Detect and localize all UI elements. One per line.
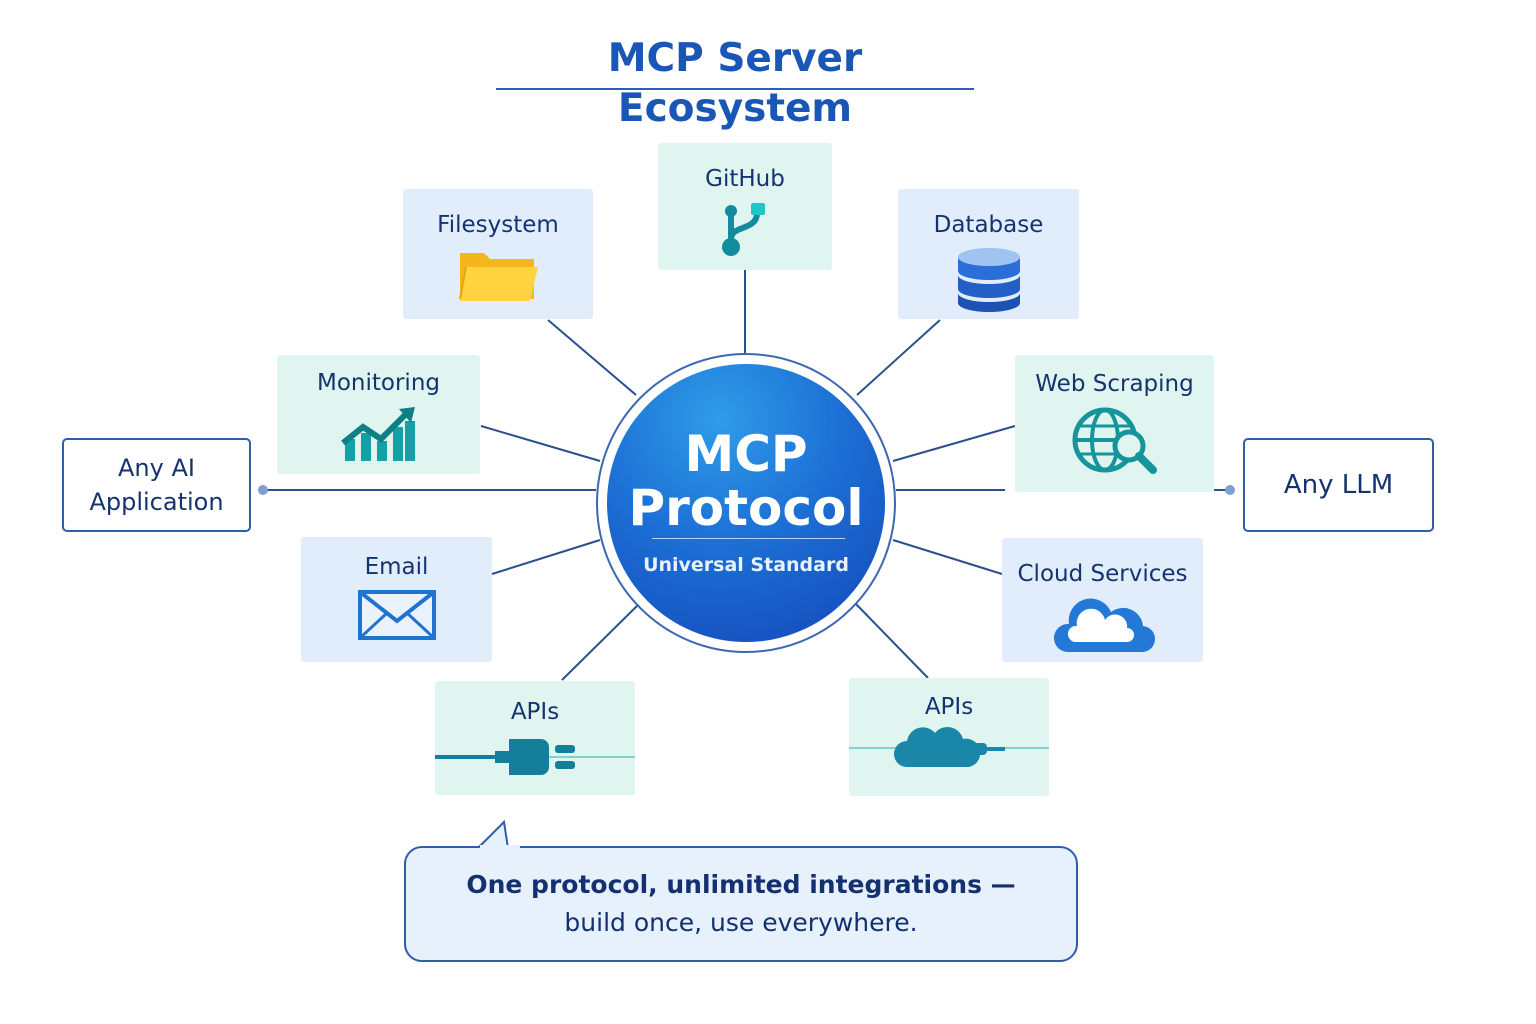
chart-trend-icon — [340, 407, 415, 461]
folder-icon — [459, 253, 538, 301]
hub-mcp-protocol: MCP Protocol Universal Standard — [596, 353, 896, 653]
globe-search-icon — [1072, 407, 1157, 474]
callout-tail-cover — [480, 845, 520, 851]
hub-divider — [652, 538, 845, 539]
node-monitoring: Monitoring — [277, 355, 480, 474]
callout-line1: One protocol, unlimited integrations — — [466, 870, 1016, 899]
endpoint-label: Any LLM — [1283, 470, 1394, 500]
endpoint-label-line1: Any AI — [118, 454, 195, 482]
node-label: APIs — [510, 699, 560, 725]
node-database: Database — [898, 189, 1079, 319]
node-email: Email — [301, 537, 492, 662]
node-label: Web Scraping — [1035, 371, 1194, 397]
node-cloud-services: Cloud Services — [1002, 538, 1203, 662]
node-apis-left: APIs — [435, 681, 635, 795]
git-branch-icon — [722, 203, 765, 256]
connector-email — [491, 539, 601, 575]
node-web-scraping: Web Scraping — [1015, 355, 1214, 492]
connector-dot-left — [258, 485, 268, 495]
node-label: Email — [364, 554, 429, 580]
hub-title-line1: MCP — [684, 425, 808, 483]
callout-line2: build once, use everywhere. — [564, 908, 918, 937]
page-title: MCP Server Ecosystem — [496, 34, 974, 131]
node-github: GitHub — [658, 143, 832, 270]
connector-monitoring — [480, 425, 601, 462]
cloud-plug-icon — [849, 726, 1049, 767]
node-apis-right: APIs — [849, 678, 1049, 796]
node-label: Monitoring — [317, 370, 440, 396]
node-label: APIs — [924, 694, 974, 720]
hub-title: MCP Protocol — [607, 427, 885, 535]
envelope-icon — [357, 590, 436, 640]
connector-apis-left — [561, 602, 641, 681]
cloud-icon — [1053, 598, 1155, 653]
connector-web-scraping — [892, 425, 1016, 462]
callout-box — [404, 846, 1078, 962]
hub-subtitle: Universal Standard — [643, 554, 849, 576]
hub-circle: MCP Protocol Universal Standard — [607, 364, 885, 642]
connector-dot-right — [1225, 485, 1235, 495]
connector-apis-right — [854, 602, 929, 679]
node-label: GitHub — [705, 166, 785, 192]
endpoint-any-ai-application: Any AI Application — [62, 438, 251, 532]
node-label: Database — [933, 212, 1044, 238]
callout: One protocol, unlimited integrations — b… — [404, 846, 1078, 962]
connector-database — [856, 319, 941, 396]
node-label: Cloud Services — [1017, 561, 1188, 587]
endpoint-label-line2: Application — [89, 488, 224, 516]
database-icon — [957, 248, 1020, 312]
node-label: Filesystem — [437, 212, 559, 238]
hub-title-line2: Protocol — [628, 479, 864, 537]
callout-tail — [477, 819, 509, 849]
connector-cloud-services — [892, 539, 1003, 575]
plug-icon — [435, 739, 635, 775]
node-filesystem: Filesystem — [403, 189, 593, 319]
connector-filesystem — [547, 319, 637, 396]
endpoint-any-llm: Any LLM — [1243, 438, 1434, 532]
